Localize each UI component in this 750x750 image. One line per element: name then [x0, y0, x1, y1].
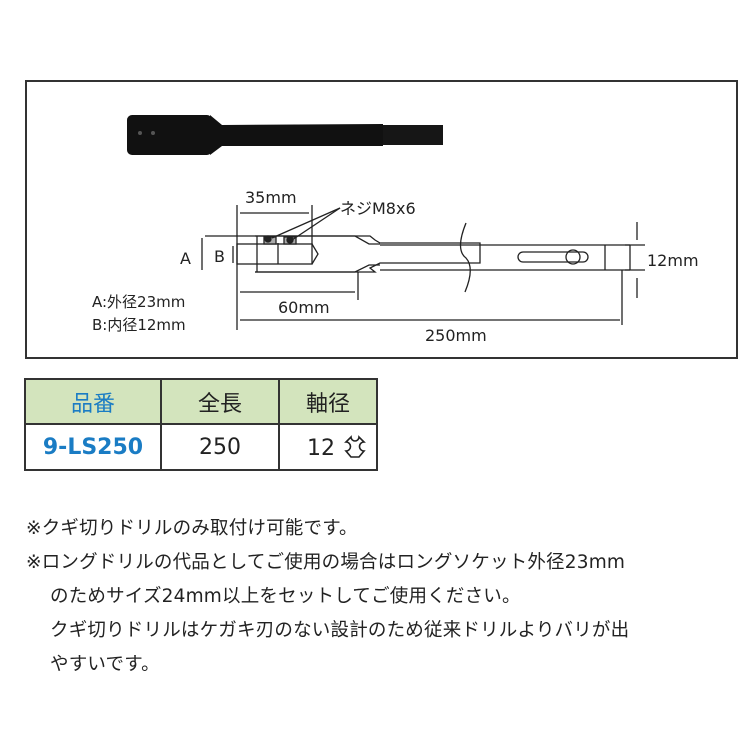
dim-250mm: 250mm: [425, 326, 487, 345]
notes: ※クギ切りドリルのみ取付け可能です。 ※ロングドリルの代品としてご使用の場合はロ…: [26, 512, 629, 682]
technical-drawing: [201, 205, 645, 330]
note-line: クギ切りドリルはケガキ刃のない設計のため従来ドリルよりバリが出: [50, 620, 630, 641]
cell-shaft: 12: [278, 423, 378, 471]
legend-a: A:外径23mm: [92, 293, 185, 311]
table-header-row: 品番 全長 軸径: [24, 378, 378, 425]
spec-table: 品番 全長 軸径 9-LS250 250 12: [24, 378, 378, 471]
dim-60mm: 60mm: [278, 298, 330, 317]
dim-35mm: 35mm: [245, 188, 297, 207]
label-a: A: [180, 249, 191, 268]
shaft-value: 12: [307, 435, 335, 461]
note-line: のためサイズ24mm以上をセットしてご使用ください。: [50, 586, 521, 607]
product-frame: [25, 80, 738, 359]
cell-part-number: 9-LS250: [24, 423, 162, 471]
cell-length: 250: [160, 423, 280, 471]
header-part-number: 品番: [24, 378, 162, 425]
note-line: やすいです。: [50, 654, 160, 675]
header-length: 全長: [160, 378, 280, 425]
dim-12mm: 12mm: [647, 251, 699, 270]
header-shaft: 軸径: [278, 378, 378, 425]
note-line: ※ロングドリルの代品としてご使用の場合はロングソケット外径23mm: [26, 552, 626, 573]
label-b: B: [214, 247, 225, 266]
product-diagram: 35mm ネジM8x6 A B 12mm 60mm 250mm A:外径23mm…: [92, 115, 699, 345]
screw-label: ネジM8x6: [340, 199, 416, 218]
note-line: ※クギ切りドリルのみ取付け可能です。: [26, 518, 358, 539]
table-row: 9-LS250 250 12: [24, 423, 378, 471]
legend-b: B:内径12mm: [92, 316, 186, 334]
hex-shank-icon: [344, 434, 366, 458]
product-photo: [127, 115, 443, 155]
